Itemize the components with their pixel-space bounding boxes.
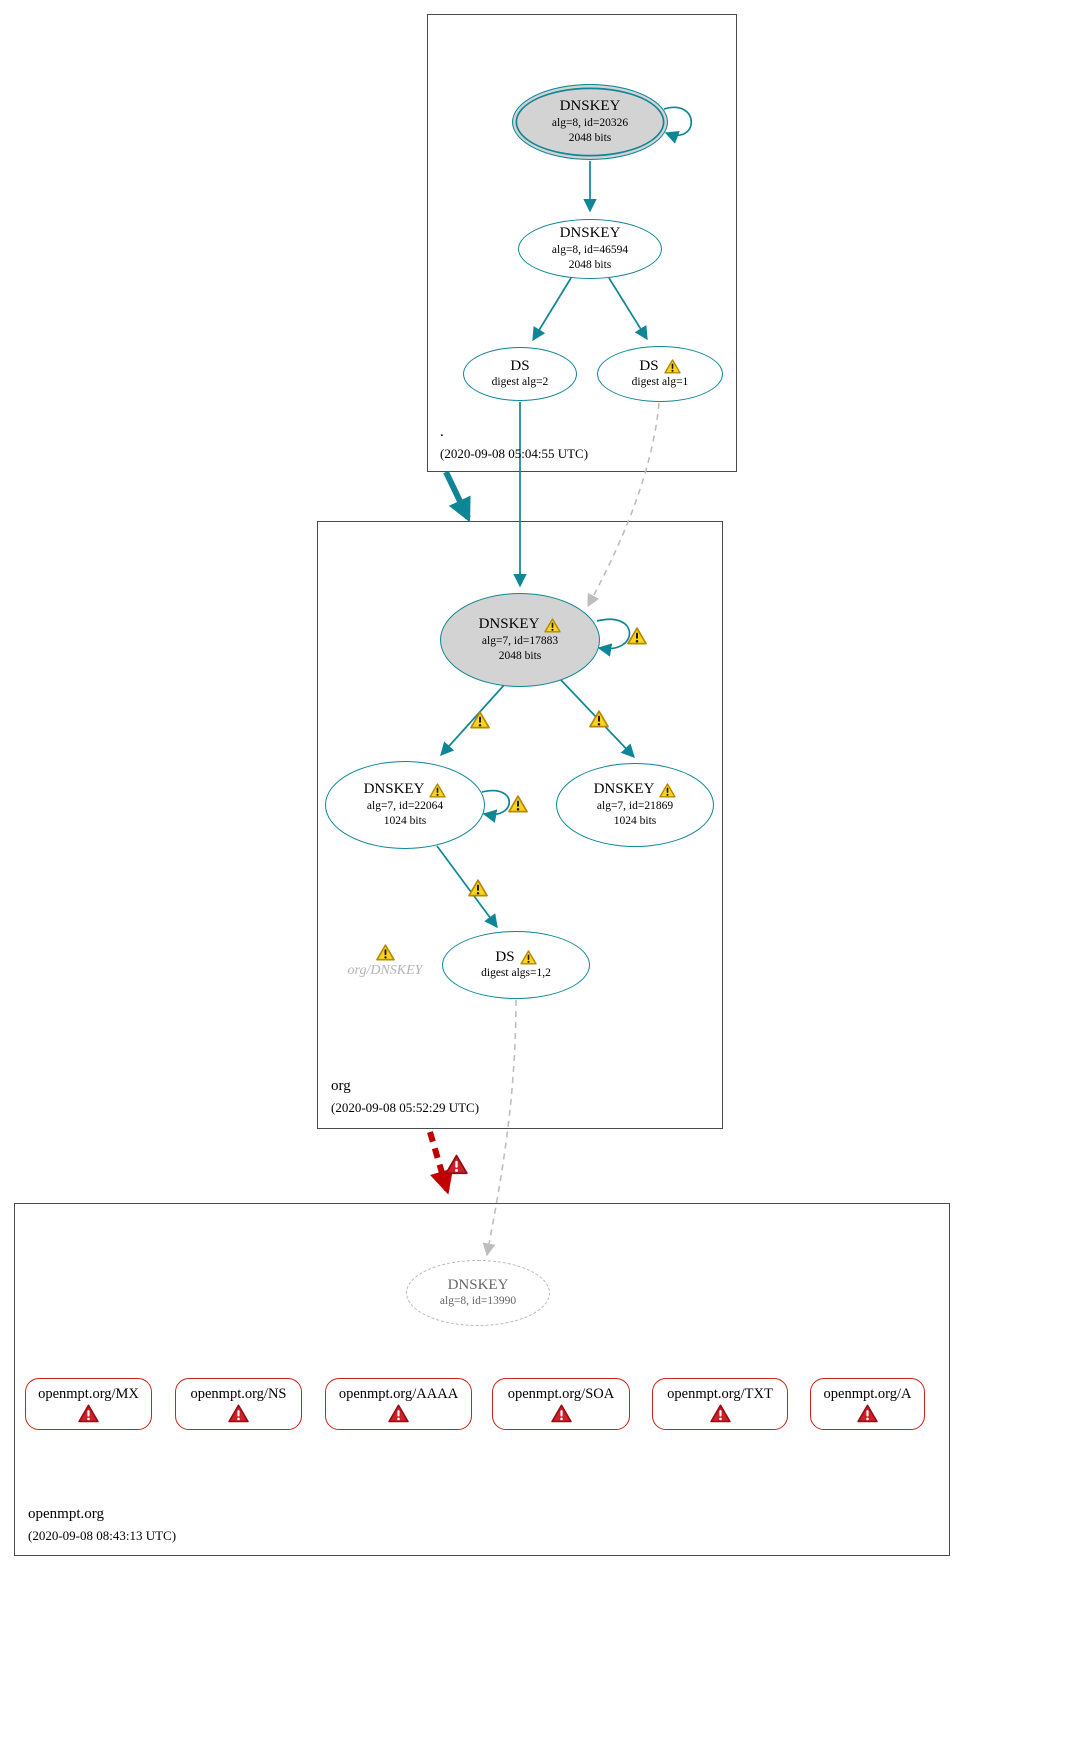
warning-icon <box>429 783 446 798</box>
node-openmpt-dnskey[interactable]: DNSKEY alg=8, id=13990 <box>406 1260 550 1326</box>
node-root-ksk[interactable]: DNSKEY alg=8, id=20326 2048 bits <box>512 84 668 160</box>
rrset-label: openmpt.org/MX <box>38 1385 139 1402</box>
node-detail: 2048 bits <box>568 258 612 271</box>
error-icon <box>551 1404 572 1423</box>
node-title: DNSKEY <box>559 98 621 115</box>
error-icon <box>445 1154 468 1175</box>
warning-icon <box>468 879 488 897</box>
node-org-zsk-22064[interactable]: DNSKEY alg=7, id=22064 1024 bits <box>325 761 485 849</box>
node-detail: alg=8, id=20326 <box>551 116 629 129</box>
zone-timestamp-org: (2020-09-08 05:52:29 UTC) <box>331 1100 480 1115</box>
edge-root-zsk-to-ds-alg2 <box>532 277 572 342</box>
warning-icon <box>470 711 490 729</box>
rrset-openmpt-mx[interactable]: openmpt.org/MX <box>25 1378 152 1430</box>
zone-timestamp-openmpt: (2020-09-08 08:43:13 UTC) <box>28 1528 177 1543</box>
edge-org-ds-to-openmpt-dnskey-insecure <box>482 999 517 1257</box>
node-detail: alg=8, id=46594 <box>551 243 629 256</box>
node-detail: digest alg=2 <box>491 376 549 389</box>
error-icon <box>857 1404 878 1423</box>
node-title: DS <box>495 948 515 965</box>
rrset-label: openmpt.org/TXT <box>667 1385 773 1402</box>
node-org-zsk-21869[interactable]: DNSKEY alg=7, id=21869 1024 bits <box>556 763 714 847</box>
rrset-label: openmpt.org/AAAA <box>338 1385 459 1402</box>
node-title: DNSKEY <box>447 1276 509 1293</box>
rrset-label: openmpt.org/SOA <box>507 1385 615 1402</box>
edge-delegation-root-to-org <box>443 470 471 523</box>
node-detail: alg=7, id=17883 <box>481 634 559 647</box>
node-org-ksk[interactable]: DNSKEY alg=7, id=17883 2048 bits <box>440 593 600 687</box>
zone-box-root <box>427 14 737 472</box>
node-detail: 1024 bits <box>383 814 427 827</box>
warning-icon <box>664 359 681 374</box>
ghost-label: org/DNSKEY <box>347 963 423 978</box>
node-root-ds-alg2[interactable]: DS digest alg=2 <box>463 347 577 401</box>
error-icon <box>228 1404 249 1423</box>
rrset-openmpt-aaaa[interactable]: openmpt.org/AAAA <box>325 1378 472 1430</box>
rrset-openmpt-soa[interactable]: openmpt.org/SOA <box>492 1378 630 1430</box>
node-detail: 2048 bits <box>568 131 612 144</box>
ghost-org-dnskey: org/DNSKEY <box>325 944 445 979</box>
node-title: DNSKEY <box>478 616 540 633</box>
edge-root-ksk-selfloop <box>663 106 693 144</box>
node-detail: 1024 bits <box>613 814 657 827</box>
rrset-label: openmpt.org/A <box>823 1385 912 1402</box>
edge-org-zsk1-to-ds <box>436 845 498 929</box>
warning-icon <box>659 783 676 798</box>
edge-root-ds1-to-org-ksk-insecure <box>587 402 660 608</box>
zone-name-openmpt: openmpt.org <box>28 1506 104 1522</box>
warning-icon <box>520 950 537 965</box>
node-title: DNSKEY <box>593 781 655 798</box>
zone-timestamp-root: (2020-09-08 05:04:55 UTC) <box>440 446 589 461</box>
rrset-label: openmpt.org/NS <box>190 1385 287 1402</box>
node-title: DS <box>510 357 530 374</box>
rrset-openmpt-ns[interactable]: openmpt.org/NS <box>175 1378 302 1430</box>
error-icon <box>388 1404 409 1423</box>
rrset-openmpt-txt[interactable]: openmpt.org/TXT <box>652 1378 788 1430</box>
zone-name-org: org <box>331 1078 351 1094</box>
node-root-ds-alg1[interactable]: DS digest alg=1 <box>597 346 723 402</box>
node-root-zsk[interactable]: DNSKEY alg=8, id=46594 2048 bits <box>518 219 662 279</box>
node-title: DS <box>639 357 659 374</box>
error-icon <box>78 1404 99 1423</box>
zone-box-openmpt <box>14 1203 950 1556</box>
zone-name-root: . <box>440 424 444 440</box>
edge-org-ksk-to-zsk1 <box>440 683 506 757</box>
node-detail: alg=7, id=21869 <box>596 799 674 812</box>
edge-org-zsk1-selfloop <box>481 789 510 823</box>
node-detail: digest alg=1 <box>631 376 689 389</box>
node-title: DNSKEY <box>363 781 425 798</box>
node-title: DNSKEY <box>559 225 621 242</box>
edge-org-ksk-selfloop <box>596 618 631 657</box>
node-detail: alg=8, id=13990 <box>439 1295 517 1308</box>
node-org-ds[interactable]: DS digest algs=1,2 <box>442 931 590 999</box>
warning-icon <box>589 710 609 728</box>
edge-root-zsk-to-ds-alg1 <box>608 277 648 341</box>
error-icon <box>710 1404 731 1423</box>
warning-icon <box>376 944 395 961</box>
rrset-openmpt-a[interactable]: openmpt.org/A <box>810 1378 925 1430</box>
warning-icon <box>627 627 647 645</box>
warning-icon <box>508 795 528 813</box>
node-detail: digest algs=1,2 <box>481 967 551 980</box>
node-detail: 2048 bits <box>498 649 542 662</box>
warning-icon <box>544 618 561 633</box>
node-detail: alg=7, id=22064 <box>366 799 444 812</box>
